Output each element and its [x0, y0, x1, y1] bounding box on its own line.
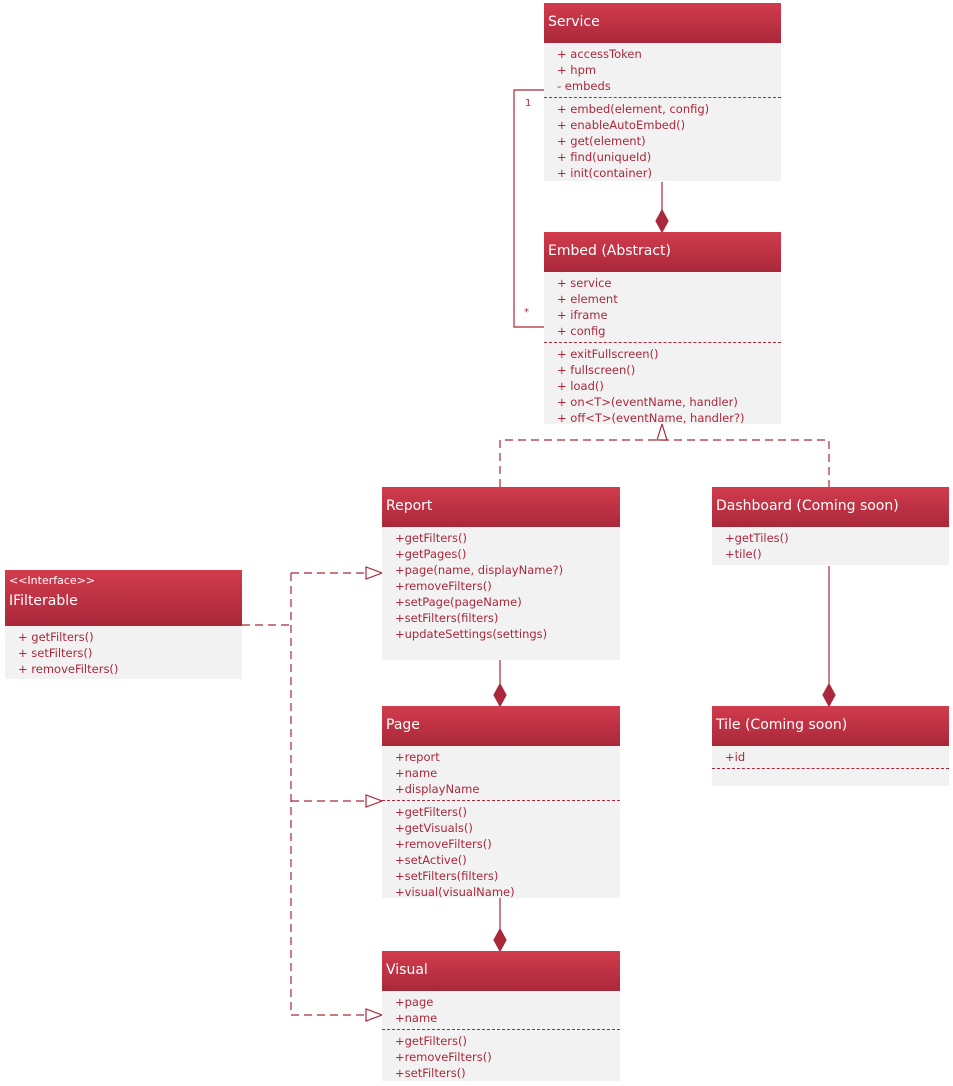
service-composition-diamond — [655, 208, 669, 234]
methods-section: +getFilters() +getVisuals() +removeFilte… — [382, 801, 620, 903]
class-header: Tile (Coming soon) — [712, 706, 949, 746]
interface-stereotype: <<Interface>> — [9, 574, 96, 587]
method: +setActive() — [395, 853, 467, 867]
attribute: + service — [557, 276, 612, 290]
class-name: IFilterable — [9, 593, 78, 609]
method: + load() — [557, 379, 604, 393]
attribute: +name — [395, 766, 438, 780]
method: +removeFilters() — [395, 579, 492, 593]
method: + removeFilters() — [18, 662, 119, 676]
method: +setFilters() — [395, 1066, 466, 1080]
methods-section: + embed(element, config) + enableAutoEmb… — [544, 98, 781, 184]
attribute: +name — [395, 1011, 438, 1025]
class-header: Service — [544, 3, 781, 43]
attribute: +displayName — [395, 782, 480, 796]
attribute: - embeds — [557, 79, 611, 93]
method: +setPage(pageName) — [395, 595, 522, 609]
attributes-section: +report +name +displayName — [382, 746, 620, 801]
class-name: Report — [386, 498, 433, 514]
attributes-section: + accessToken + hpm - embeds — [544, 43, 781, 98]
class-header: Embed (Abstract) — [544, 232, 781, 272]
page-class[interactable]: Page +report +name +displayName +getFilt… — [382, 706, 620, 899]
attribute: + hpm — [557, 63, 597, 77]
class-name: Visual — [386, 962, 428, 978]
method: +getPages() — [395, 547, 467, 561]
method: + getFilters() — [18, 630, 94, 644]
class-name: Page — [386, 717, 420, 733]
report-composition-diamond — [493, 682, 507, 708]
multiplicity-many: * — [524, 307, 529, 318]
service-embed-association-line — [513, 89, 544, 328]
attribute: +report — [395, 750, 440, 764]
method: + init(container) — [557, 166, 652, 180]
method: +getVisuals() — [395, 821, 473, 835]
method: +getTiles() — [725, 531, 789, 545]
visual-realization-arrowhead — [365, 1008, 384, 1022]
method: + enableAutoEmbed() — [557, 118, 686, 132]
method: + on<T>(eventName, handler) — [557, 395, 738, 409]
class-name: Dashboard (Coming soon) — [716, 498, 899, 514]
methods-section: + getFilters() + setFilters() + removeFi… — [5, 626, 242, 680]
method: +removeFilters() — [395, 1050, 492, 1064]
method: +visual(visualName) — [395, 885, 515, 899]
methods-section: +getTiles() +tile() — [712, 527, 949, 565]
methods-section: +getFilters() +getPages() +page(name, di… — [382, 527, 620, 645]
method: + setFilters() — [18, 646, 93, 660]
method: +getFilters() — [395, 805, 467, 819]
class-header: Page — [382, 706, 620, 746]
attributes-section: +page +name — [382, 991, 620, 1030]
method: +setFilters(filters) — [395, 611, 499, 625]
attribute: +page — [395, 995, 434, 1009]
method: +tile() — [725, 547, 762, 561]
ifilterable-interface[interactable]: <<Interface>> IFilterable + getFilters()… — [5, 570, 242, 679]
class-header: Dashboard (Coming soon) — [712, 487, 949, 527]
dashboard-class[interactable]: Dashboard (Coming soon) +getTiles() +til… — [712, 487, 949, 565]
methods-section: + exitFullscreen() + fullscreen() + load… — [544, 343, 781, 429]
class-header: Visual — [382, 951, 620, 991]
page-realization-arrowhead — [365, 794, 384, 808]
attribute: +id — [725, 750, 746, 764]
method: +page(name, displayName?) — [395, 563, 564, 577]
attribute: + iframe — [557, 308, 608, 322]
embed-class[interactable]: Embed (Abstract) + service + element + i… — [544, 232, 781, 425]
multiplicity-one: 1 — [525, 98, 532, 109]
class-name: Tile (Coming soon) — [716, 717, 848, 733]
method: + exitFullscreen() — [557, 347, 659, 361]
class-header: <<Interface>> IFilterable — [5, 570, 242, 626]
method: + get(element) — [557, 134, 646, 148]
attribute: + accessToken — [557, 47, 642, 61]
method: + embed(element, config) — [557, 102, 710, 116]
method: + fullscreen() — [557, 363, 636, 377]
attribute: + config — [557, 324, 606, 338]
class-name: Embed (Abstract) — [548, 243, 672, 259]
visual-class[interactable]: Visual +page +name +getFilters() +remove… — [382, 951, 620, 1081]
attributes-section: + service + element + iframe + config — [544, 272, 781, 343]
report-realization-arrowhead — [365, 566, 384, 580]
attributes-section: +id — [712, 746, 949, 769]
class-header: Report — [382, 487, 620, 527]
class-name: Service — [548, 14, 600, 30]
report-class[interactable]: Report +getFilters() +getPages() +page(n… — [382, 487, 620, 660]
tile-class[interactable]: Tile (Coming soon) +id — [712, 706, 949, 786]
method: + find(uniqueId) — [557, 150, 652, 164]
method: +updateSettings(settings) — [395, 627, 548, 641]
attribute: + element — [557, 292, 618, 306]
dashboard-composition-diamond — [822, 682, 836, 708]
method: +setFilters(filters) — [395, 869, 499, 883]
service-class[interactable]: Service + accessToken + hpm - embeds + e… — [544, 3, 781, 181]
page-composition-diamond — [493, 927, 507, 953]
report-embed-realization-line — [499, 439, 830, 487]
method: +removeFilters() — [395, 837, 492, 851]
methods-section: +getFilters() +removeFilters() +setFilte… — [382, 1030, 620, 1084]
method: +getFilters() — [395, 1034, 467, 1048]
method: + off<T>(eventName, handler?) — [557, 411, 745, 425]
method: +getFilters() — [395, 531, 467, 545]
